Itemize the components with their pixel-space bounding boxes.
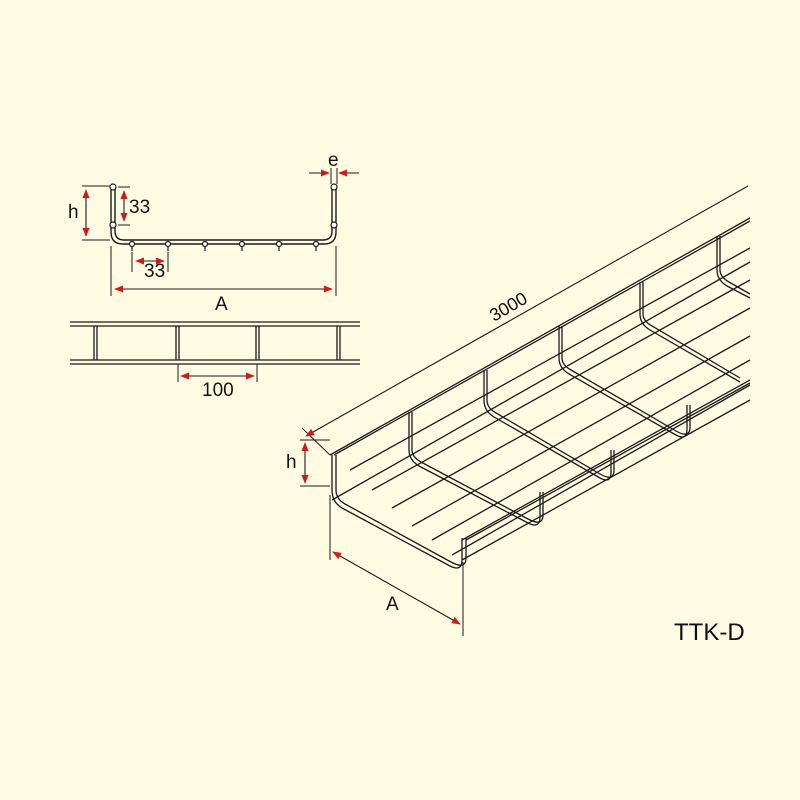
dim-3000-arrow [305, 185, 749, 437]
section-wire-nodes [128, 240, 320, 251]
label-33-vertical: 33 [129, 197, 150, 218]
plan-view [70, 321, 360, 382]
dim-A-iso-arrow [332, 551, 461, 625]
label-3000: 3000 [486, 288, 531, 325]
iso-wires [329, 217, 751, 569]
label-100: 100 [202, 380, 234, 401]
label-A-section: A [215, 294, 228, 315]
product-code: TTK-D [674, 619, 745, 646]
label-e: e [328, 150, 339, 171]
label-h-iso: h [286, 452, 297, 473]
label-A-iso: A [386, 594, 399, 615]
cross-section-view: h 33 33 e A [68, 150, 359, 315]
isometric-view: h 3000 A [286, 185, 751, 636]
label-h-section: h [68, 202, 79, 223]
label-33-horizontal: 33 [144, 261, 165, 282]
